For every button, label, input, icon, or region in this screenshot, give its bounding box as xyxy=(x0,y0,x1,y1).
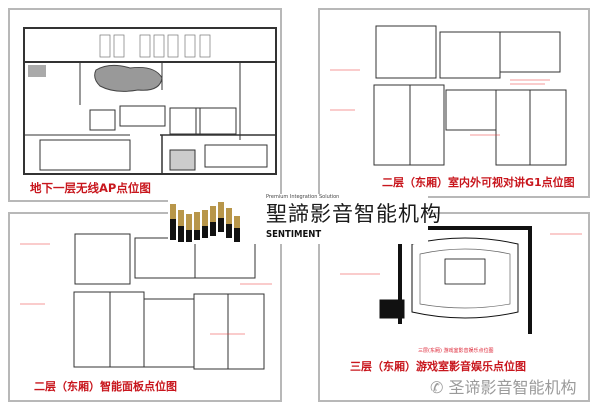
logo-tagline: Premium Integration Solution xyxy=(266,194,340,200)
panel-caption: 三层（东厢）游戏室影音娱乐点位图 xyxy=(350,360,526,373)
panel-caption: 地下一层无线AP点位图 xyxy=(30,181,151,195)
logo-name-cn: 聖諦影音智能机构 xyxy=(266,202,442,226)
logo-name-en: SENTIMENT xyxy=(266,229,322,240)
panel-caption: 二层（东厢）智能面板点位图 xyxy=(34,380,177,393)
drawing-sublabel: 三层(东厢) 游戏室影音娱乐点位图 xyxy=(418,348,494,354)
wechat-icon: ✆ xyxy=(430,378,444,397)
panel-caption: 二层（东厢）室内外可视对讲G1点位图 xyxy=(382,176,575,189)
floor-plan-drawing xyxy=(23,27,277,175)
logo-bars-icon xyxy=(170,202,240,242)
floor-plan-drawing xyxy=(330,223,582,334)
floor-plan-basement-wifi-ap: 地下一层无线AP点位图 xyxy=(8,8,282,202)
floor-plan-2f-east-intercom: 二层（东厢）室内外可视对讲G1点位图 xyxy=(318,8,590,198)
sentiment-logo: Premium Integration Solution 聖諦影音智能机构 SE… xyxy=(168,194,441,244)
watermark-text: 圣谛影音智能机构 xyxy=(448,378,577,397)
floor-plan-drawing xyxy=(330,25,567,166)
watermark: ✆ 圣谛影音智能机构 xyxy=(430,378,577,397)
